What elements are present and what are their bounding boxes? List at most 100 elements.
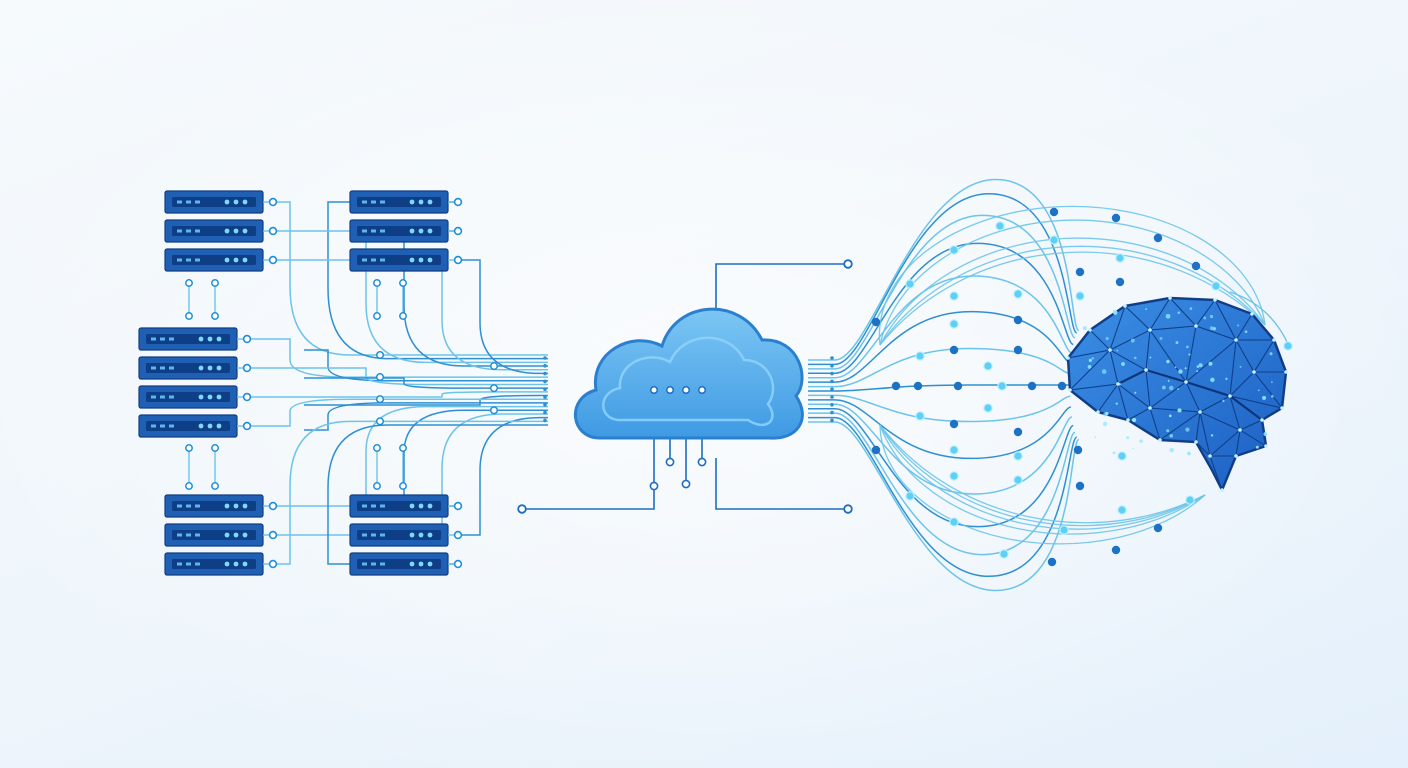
server-vent (151, 424, 156, 428)
link-node (399, 312, 407, 320)
bus-tick (830, 356, 834, 360)
server-unit (164, 552, 278, 576)
arc-trace-top (878, 205, 1266, 346)
fan-trace (808, 192, 1078, 366)
server-led (224, 199, 230, 205)
link-node (373, 482, 381, 490)
network-nodes (185, 207, 1293, 567)
network-node (1073, 445, 1083, 455)
server-led (427, 199, 433, 205)
bus-tick (830, 418, 834, 423)
server-led (233, 257, 239, 263)
brain-spark (1161, 385, 1166, 390)
server-unit (164, 248, 278, 272)
server-port (242, 363, 252, 373)
brain-vertex (1068, 388, 1072, 392)
brain-vertex (1194, 324, 1198, 328)
server-led (427, 532, 433, 538)
bus-tick (830, 379, 834, 384)
brain-vertex (1144, 368, 1148, 372)
brain-spark (1169, 447, 1174, 453)
server-led (409, 228, 415, 234)
server-port (453, 501, 463, 511)
trace (251, 391, 548, 398)
brain-spark (1082, 326, 1087, 331)
trace-node (489, 406, 499, 415)
network-node (999, 549, 1009, 559)
brain-spark (1208, 361, 1213, 366)
trace (277, 413, 548, 536)
network-node (1027, 381, 1037, 391)
network-node (1211, 281, 1221, 291)
bus-tick (543, 418, 547, 423)
trace (277, 420, 548, 565)
server-unit (349, 552, 463, 576)
brain-spark (1203, 316, 1207, 320)
server-vent (177, 200, 182, 204)
server-vent (362, 200, 367, 204)
link-node (399, 444, 407, 452)
server-vent (177, 533, 182, 537)
fan-trace (808, 399, 1072, 460)
brain-icon (1066, 296, 1288, 492)
link-node (185, 444, 193, 452)
trace-node (375, 395, 385, 404)
server-vent (362, 258, 367, 262)
server-vent (186, 229, 191, 233)
brain-vertex (1116, 382, 1120, 386)
network-node (997, 381, 1007, 391)
trace-node (375, 417, 385, 426)
brain-spark (1237, 324, 1240, 327)
bus-tick (830, 403, 834, 407)
cloud-pin-top (665, 385, 675, 395)
network-node (905, 279, 915, 289)
network-node (1013, 427, 1023, 437)
brain-spark (1149, 356, 1152, 359)
bus-tick (543, 410, 547, 415)
network-node (953, 381, 963, 391)
server-vent (169, 366, 174, 370)
cloud-pin-bottom (649, 481, 659, 491)
network-node (1111, 213, 1121, 223)
server-vent (195, 229, 200, 233)
arc-trace-bottom (879, 424, 1206, 535)
brain-spark (1159, 337, 1163, 340)
brain-spark (1101, 369, 1107, 374)
server-led (409, 532, 415, 538)
network-node (949, 245, 959, 255)
brain-spark (1174, 366, 1177, 369)
server-led (224, 257, 230, 263)
fan-trace (808, 416, 1078, 578)
server-led (409, 503, 415, 509)
network-node (1013, 451, 1023, 461)
brain-spark (1165, 313, 1171, 319)
link-node (373, 279, 381, 287)
trace-node (375, 350, 385, 360)
server-led (207, 423, 213, 429)
server-led (216, 336, 222, 342)
brain-spark (1169, 385, 1174, 391)
brain-spark (1175, 341, 1179, 345)
cloud-lead-bottom-left-end (517, 504, 527, 514)
brain-vertex (1158, 438, 1162, 442)
network-node (1075, 291, 1085, 301)
server-unit-slot (146, 421, 230, 431)
server-vent (380, 533, 385, 537)
server-led (207, 336, 213, 342)
server-vent (177, 562, 182, 566)
server-port (453, 226, 463, 236)
server-led (233, 199, 239, 205)
server-vent (186, 200, 191, 204)
server-vent (160, 395, 165, 399)
server-port (453, 530, 463, 540)
server-port (453, 197, 463, 207)
cloud-lead-bottom-right (715, 458, 846, 510)
link-node (399, 279, 407, 287)
brain-spark (1187, 451, 1191, 456)
server-vent (160, 337, 165, 341)
brain-vertex (1264, 444, 1268, 448)
brain-spark (1177, 311, 1181, 315)
fan-trace (808, 403, 1073, 495)
server-vent (195, 504, 200, 508)
brain-spark (1177, 408, 1182, 413)
